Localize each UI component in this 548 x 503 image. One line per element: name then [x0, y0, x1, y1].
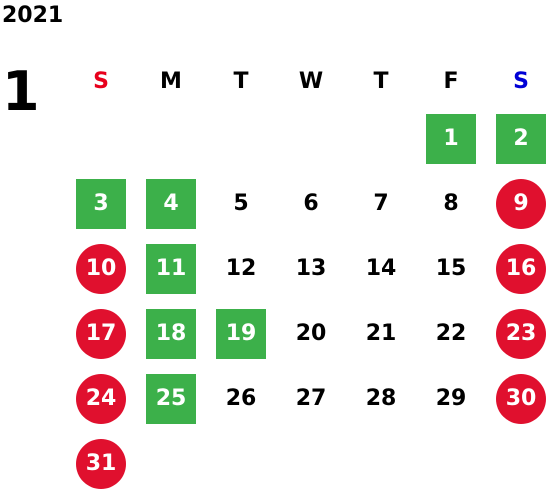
calendar-grid: S M T W T F S 1 2 3 4 5 6 7 8 9 10 11 12… — [66, 56, 548, 496]
day-number: 26 — [225, 386, 257, 411]
day-cell: 16 — [486, 236, 548, 301]
day-cell — [346, 106, 416, 171]
day-cell — [346, 431, 416, 496]
day-cell: 27 — [276, 366, 346, 431]
day-number: 15 — [435, 256, 467, 281]
weekday-header-row: S M T W T F S — [66, 56, 548, 106]
weekday-cell: S — [66, 56, 136, 106]
day-number: 5 — [233, 191, 249, 216]
week-row: 24 25 26 27 28 29 30 — [66, 366, 548, 431]
weekday-label: T — [373, 68, 389, 94]
week-row: 31 — [66, 431, 548, 496]
day-cell: 20 — [276, 301, 346, 366]
day-cell: 25 — [136, 366, 206, 431]
day-cell: 13 — [276, 236, 346, 301]
day-number: 10 — [76, 243, 126, 294]
weekday-label: W — [298, 68, 324, 94]
day-number: 25 — [146, 373, 196, 424]
day-cell — [136, 431, 206, 496]
month-number: 1 — [2, 60, 40, 123]
year-label: 2021 — [2, 3, 64, 28]
day-cell: 28 — [346, 366, 416, 431]
day-cell: 23 — [486, 301, 548, 366]
week-row: 1 2 — [66, 106, 548, 171]
day-cell: 9 — [486, 171, 548, 236]
day-cell — [416, 431, 486, 496]
day-cell: 11 — [136, 236, 206, 301]
day-cell: 18 — [136, 301, 206, 366]
day-cell: 30 — [486, 366, 548, 431]
day-cell: 31 — [66, 431, 136, 496]
weekday-cell: T — [206, 56, 276, 106]
day-cell: 1 — [416, 106, 486, 171]
day-number: 16 — [496, 243, 546, 294]
day-cell: 15 — [416, 236, 486, 301]
day-number: 12 — [225, 256, 257, 281]
day-cell: 12 — [206, 236, 276, 301]
weekday-label: T — [233, 68, 249, 94]
day-cell — [486, 431, 548, 496]
day-number: 8 — [443, 191, 459, 216]
weekday-label: F — [443, 68, 459, 94]
day-cell — [136, 106, 206, 171]
day-cell: 26 — [206, 366, 276, 431]
day-cell — [276, 106, 346, 171]
week-row: 3 4 5 6 7 8 9 — [66, 171, 548, 236]
day-cell: 29 — [416, 366, 486, 431]
day-number: 23 — [496, 308, 546, 359]
day-number: 29 — [435, 386, 467, 411]
weekday-cell: W — [276, 56, 346, 106]
day-number: 30 — [496, 373, 546, 424]
week-row: 17 18 19 20 21 22 23 — [66, 301, 548, 366]
day-number: 7 — [373, 191, 389, 216]
day-cell: 6 — [276, 171, 346, 236]
day-cell: 2 — [486, 106, 548, 171]
day-cell: 24 — [66, 366, 136, 431]
day-number: 19 — [216, 308, 266, 359]
week-row: 10 11 12 13 14 15 16 — [66, 236, 548, 301]
weekday-label: S — [93, 68, 109, 94]
day-cell: 8 — [416, 171, 486, 236]
day-number: 27 — [295, 386, 327, 411]
day-cell — [206, 106, 276, 171]
day-number: 21 — [365, 321, 397, 346]
day-number: 11 — [146, 243, 196, 294]
weekday-label: S — [513, 68, 529, 94]
day-cell: 17 — [66, 301, 136, 366]
day-number: 9 — [496, 178, 546, 229]
day-number: 13 — [295, 256, 327, 281]
day-number: 6 — [303, 191, 319, 216]
day-number: 1 — [426, 113, 476, 164]
day-cell: 22 — [416, 301, 486, 366]
day-cell: 21 — [346, 301, 416, 366]
day-number: 20 — [295, 321, 327, 346]
day-cell — [206, 431, 276, 496]
weekday-cell: F — [416, 56, 486, 106]
day-cell: 3 — [66, 171, 136, 236]
day-number: 18 — [146, 308, 196, 359]
day-cell — [276, 431, 346, 496]
day-number: 2 — [496, 113, 546, 164]
day-cell: 4 — [136, 171, 206, 236]
day-number: 14 — [365, 256, 397, 281]
day-cell: 14 — [346, 236, 416, 301]
weekday-cell: T — [346, 56, 416, 106]
day-number: 4 — [146, 178, 196, 229]
day-cell: 7 — [346, 171, 416, 236]
day-number: 31 — [76, 438, 126, 489]
day-number: 3 — [76, 178, 126, 229]
day-number: 22 — [435, 321, 467, 346]
day-number: 17 — [76, 308, 126, 359]
day-number: 28 — [365, 386, 397, 411]
weekday-cell: S — [486, 56, 548, 106]
day-cell: 10 — [66, 236, 136, 301]
weekday-cell: M — [136, 56, 206, 106]
day-cell: 5 — [206, 171, 276, 236]
day-number: 24 — [76, 373, 126, 424]
day-cell — [66, 106, 136, 171]
day-cell: 19 — [206, 301, 276, 366]
weekday-label: M — [160, 68, 182, 94]
